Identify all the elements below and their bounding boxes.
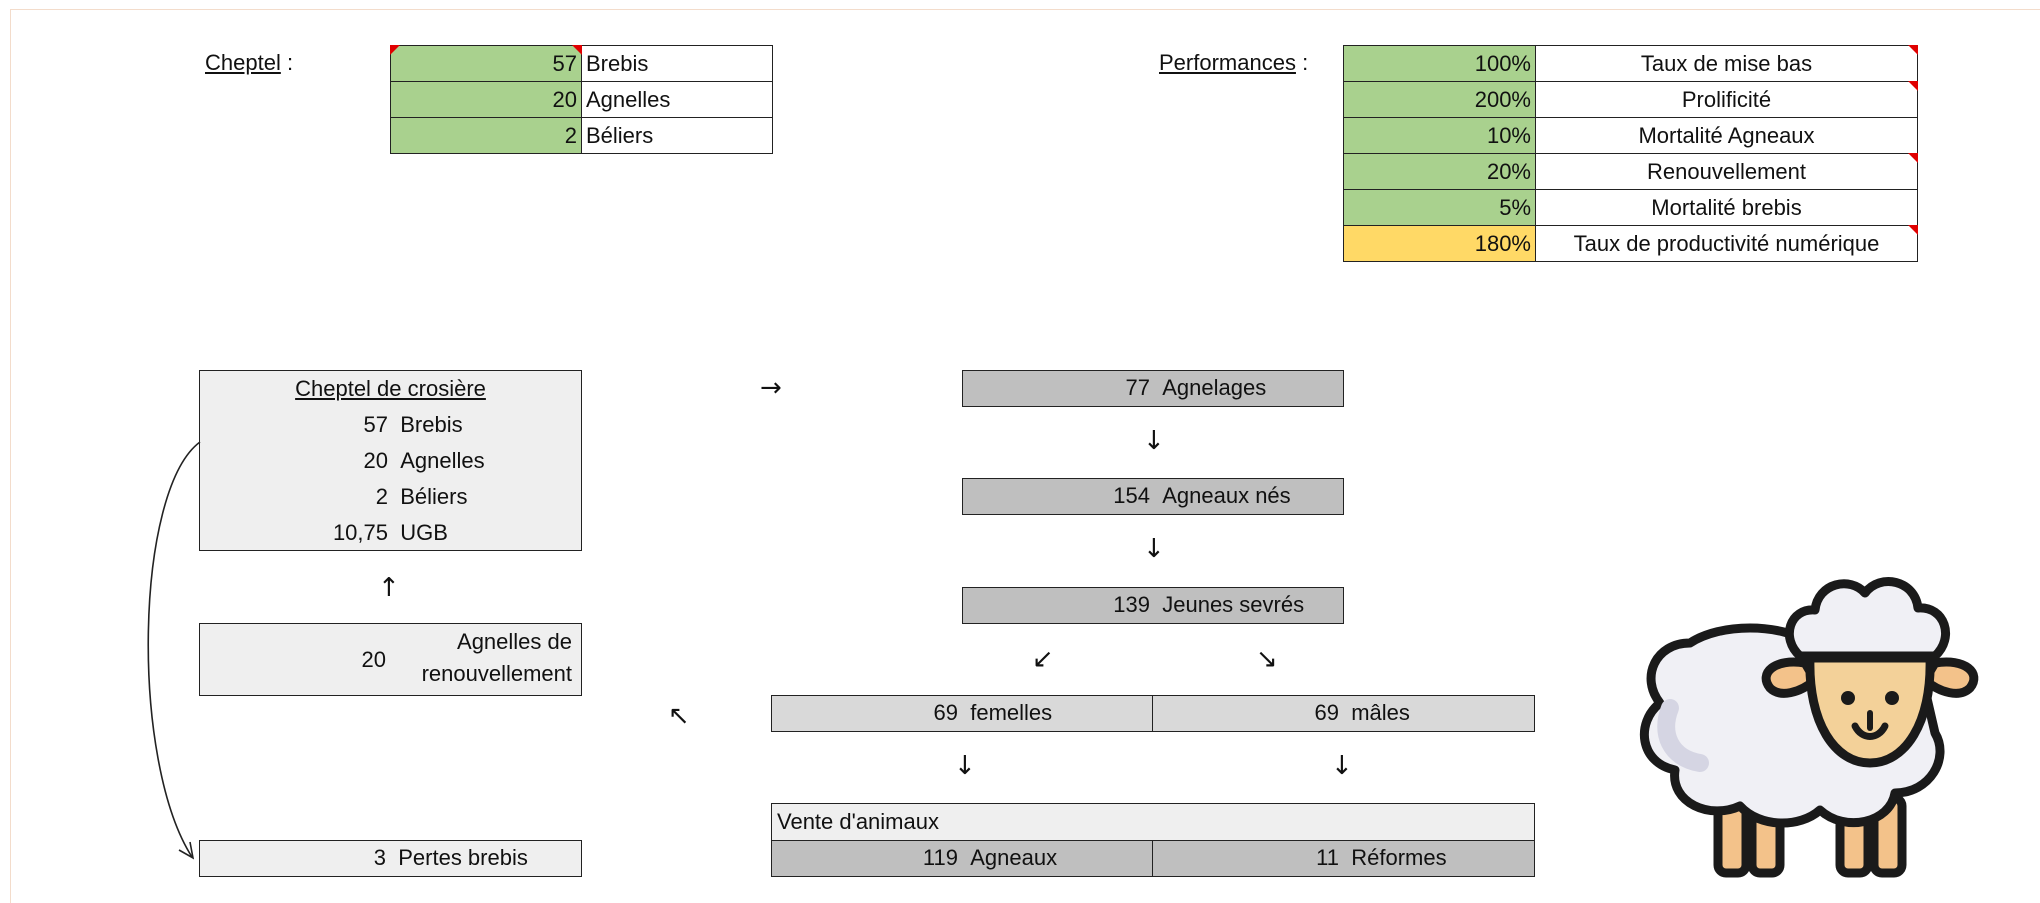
vente-reformes-box: 11 Réformes <box>1152 840 1535 877</box>
agneaux-nes-box: 154 Agneaux nés <box>962 478 1344 515</box>
renouvellement-label-line2: renouvellement <box>421 661 572 686</box>
performance-row: 100% Taux de mise bas <box>1343 45 1919 82</box>
vente-agneaux-box: 119 Agneaux <box>771 840 1153 877</box>
cheptel-table: 57 Brebis 20 Agnelles 2 Béliers <box>390 45 773 154</box>
cheptel-row: 20 Agnelles <box>390 81 773 118</box>
renouvellement-box: 20 Agnelles de renouvellement <box>199 623 582 696</box>
cheptel-value-cell[interactable]: 2 <box>390 117 582 154</box>
performance-name-cell[interactable]: Mortalité Agneaux <box>1535 117 1918 154</box>
loop-arrow-icon <box>147 441 201 860</box>
performance-name-cell[interactable]: Taux de mise bas <box>1535 45 1919 82</box>
cheptel-value-cell[interactable]: 20 <box>390 81 582 118</box>
renouvellement-label-line1: Agnelles de <box>457 629 572 654</box>
vente-title-box: Vente d'animaux <box>771 803 1535 841</box>
pertes-box: 3 Pertes brebis <box>199 840 582 877</box>
down-arrow-icon: ↓ <box>1143 426 1165 456</box>
jeunes-sevres-box: 139 Jeunes sevrés <box>962 587 1344 624</box>
down-right-arrow-icon: ↘ <box>1256 644 1278 674</box>
down-arrow-icon: ↓ <box>954 751 976 781</box>
performance-name-cell[interactable]: Mortalité brebis <box>1535 189 1918 226</box>
sheep-icon <box>1640 577 1979 878</box>
agnelages-box: 77 Agnelages <box>962 370 1344 407</box>
performance-value-cell[interactable]: 100% <box>1343 45 1536 82</box>
up-arrow-icon: ↑ <box>378 573 400 603</box>
performances-label: Performances : <box>1159 50 1309 75</box>
cheptel-row: 2 Béliers <box>390 117 773 154</box>
performance-value-cell[interactable]: 180% <box>1343 225 1536 262</box>
down-left-arrow-icon: ↙ <box>1032 644 1054 674</box>
performance-name-cell[interactable]: Prolificité <box>1535 81 1919 118</box>
cheptel-label: Cheptel : <box>205 50 294 75</box>
performance-name-cell[interactable]: Taux de productivité numérique <box>1535 225 1919 262</box>
down-arrow-icon: ↓ <box>1331 751 1353 781</box>
cheptel-name-cell[interactable]: Agnelles <box>581 81 773 118</box>
performance-row: 5% Mortalité brebis <box>1343 189 1918 226</box>
croisiere-row: 20 Agnelles <box>363 448 485 473</box>
croisiere-row: 57 Brebis <box>363 412 463 437</box>
femelles-box: 69 femelles <box>771 695 1153 732</box>
performance-value-cell[interactable]: 5% <box>1343 189 1536 226</box>
cheptel-name-cell[interactable]: Brebis <box>581 45 773 82</box>
cheptel-name-cell[interactable]: Béliers <box>581 117 773 154</box>
croisiere-row: 2 Béliers <box>375 484 468 509</box>
males-box: 69 mâles <box>1152 695 1535 732</box>
right-arrow-icon: → <box>760 373 782 403</box>
croisiere-row: 10,75 UGB <box>332 520 448 545</box>
performance-value-cell[interactable]: 20% <box>1343 153 1536 190</box>
performance-row: 10% Mortalité Agneaux <box>1343 117 1918 154</box>
performance-value-cell[interactable]: 200% <box>1343 81 1536 118</box>
performance-row: 20% Renouvellement <box>1343 153 1919 190</box>
croisiere-box: Cheptel de crosière 57 Brebis 20 Agnelle… <box>199 370 582 551</box>
up-left-arrow-icon: ↖ <box>668 701 690 731</box>
performance-row: 180% Taux de productivité numérique <box>1343 225 1919 262</box>
performance-value-cell[interactable]: 10% <box>1343 117 1536 154</box>
sheet-frame <box>10 9 2040 903</box>
performance-name-cell[interactable]: Renouvellement <box>1535 153 1919 190</box>
performances-table: 100% Taux de mise bas 200% Prolificité 1… <box>1343 45 1919 262</box>
cheptel-row: 57 Brebis <box>390 45 773 82</box>
cheptel-value-cell[interactable]: 57 <box>390 45 583 82</box>
performance-row: 200% Prolificité <box>1343 81 1919 118</box>
croisiere-title: Cheptel de crosière <box>295 376 486 401</box>
down-arrow-icon: ↓ <box>1143 534 1165 564</box>
renouvellement-value: 20 <box>361 647 386 672</box>
